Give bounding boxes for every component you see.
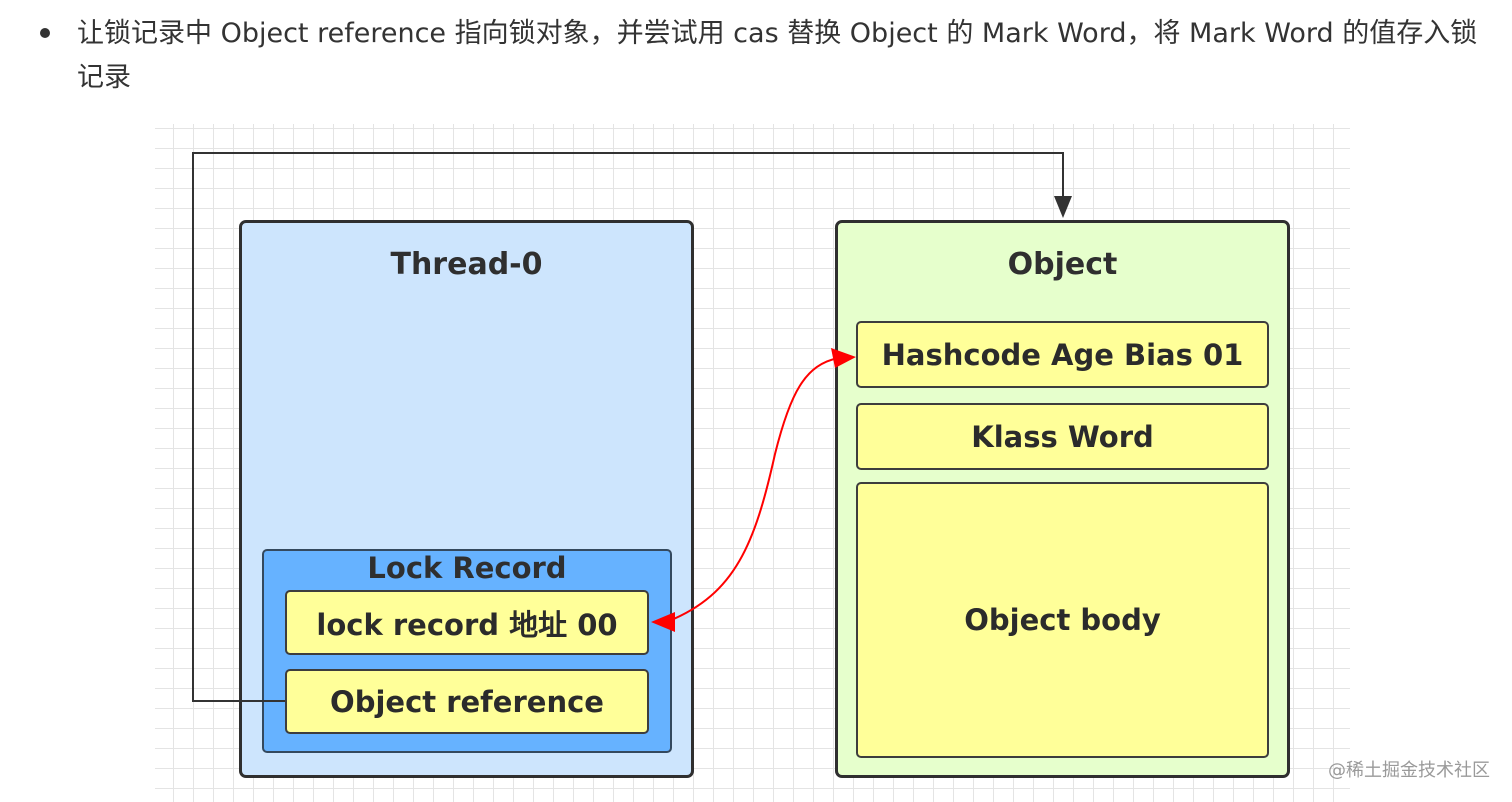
lock-record-diagram: Thread-0 Lock Record lock record 地址 00 O… — [155, 124, 1350, 802]
watermark: @稀土掘金技术社区 — [1328, 760, 1490, 781]
object-reference-cell: Object reference — [285, 669, 649, 734]
lock-record-address-cell: lock record 地址 00 — [285, 590, 649, 655]
bullet-icon — [40, 28, 50, 38]
paragraph-text: 让锁记录中 Object reference 指向锁对象，并尝试用 cas 替换… — [77, 18, 1478, 93]
object-title: Object — [1007, 247, 1118, 282]
lock-record-title: Lock Record — [367, 551, 567, 585]
cas-swap-curve — [668, 357, 840, 622]
mark-word-cell: Hashcode Age Bias 01 — [856, 321, 1269, 388]
thread-title: Thread-0 — [390, 247, 543, 282]
object-reference-arrowhead-icon — [1054, 196, 1072, 218]
klass-word-cell: Klass Word — [856, 403, 1269, 470]
object-body-cell: Object body — [856, 482, 1269, 758]
